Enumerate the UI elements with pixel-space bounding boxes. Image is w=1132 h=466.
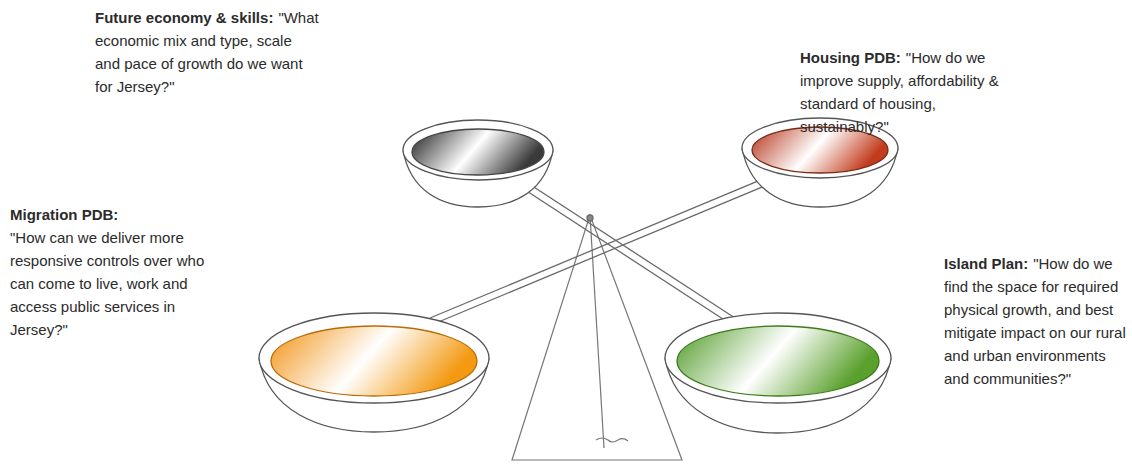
economy-question: Future economy & skills:"What economic m… [95,6,320,98]
housing-question: Housing PDB:"How do we improve supply, a… [800,46,1012,138]
stand [512,215,682,460]
bowl-economy [403,120,553,207]
section-heading: Future economy & skills: [95,9,273,26]
bowl-migration [259,313,489,432]
migration-question: Migration PDB: "How can we deliver more r… [10,203,215,341]
section-heading: Island Plan: [944,255,1028,272]
bowl-island-plan [665,313,891,433]
question-text: "How do we find the space for required p… [944,255,1126,387]
section-heading: Migration PDB: [10,203,215,226]
question-text: "How can we deliver more responsive cont… [10,229,204,338]
section-heading: Housing PDB: [800,49,901,66]
island-plan-question: Island Plan:"How do we find the space fo… [944,252,1128,390]
